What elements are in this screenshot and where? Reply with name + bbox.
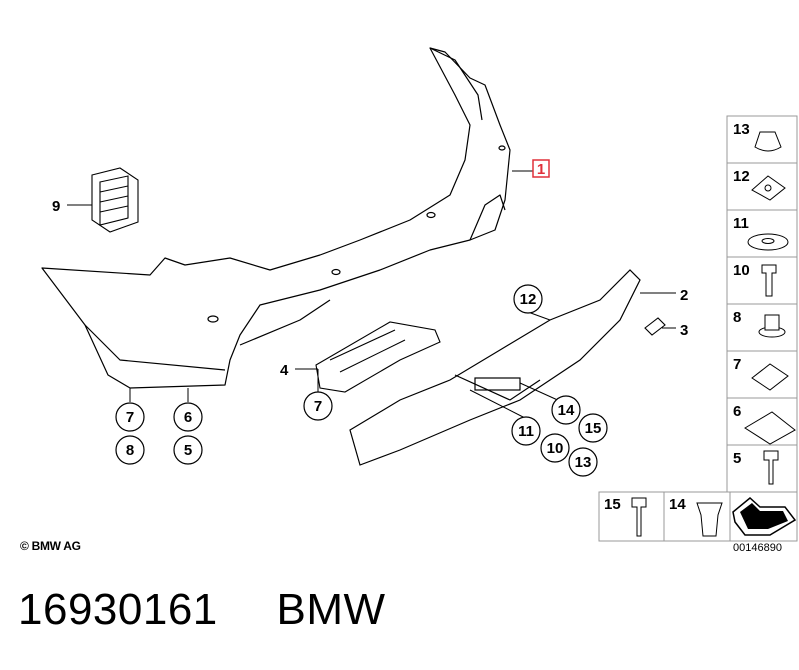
svg-text:1: 1 — [537, 161, 545, 178]
vent-grille-part — [91, 167, 139, 233]
grommet-icon-2 — [696, 502, 723, 537]
panel-label-8: 8 — [733, 309, 741, 326]
brand-name: BMW — [276, 585, 386, 634]
bolt-icon — [764, 314, 780, 331]
callout-12[interactable]: 12 — [520, 291, 537, 308]
diffuser-part — [349, 269, 641, 466]
callout-1[interactable]: 1 — [532, 159, 550, 178]
panel-label-6: 6 — [733, 403, 741, 420]
callout-circles — [115, 284, 608, 477]
panel-label-12: 12 — [733, 168, 750, 185]
copyright-text: © BMW AG — [20, 539, 81, 553]
grommet-icon — [754, 131, 782, 152]
part-number: 16930161 — [18, 585, 218, 634]
callout-9[interactable]: 9 — [52, 198, 60, 215]
callout-11[interactable]: 11 — [518, 423, 534, 440]
callout-3[interactable]: 3 — [680, 322, 688, 339]
callout-13[interactable]: 13 — [575, 454, 592, 471]
panel-label-10: 10 — [733, 262, 750, 279]
callout-4[interactable]: 4 — [280, 362, 289, 379]
hardware-bottom-panel: 15 14 — [598, 491, 798, 542]
footer: 16930161 BMW — [18, 585, 386, 635]
leader-lines — [67, 170, 676, 419]
panel-label-11: 11 — [733, 215, 749, 232]
callout-14[interactable]: 14 — [558, 402, 575, 419]
panel-label-13: 13 — [733, 121, 750, 138]
rear-bumper-part — [41, 47, 511, 389]
callout-8[interactable]: 8 — [126, 442, 134, 459]
bracket-part — [315, 321, 441, 393]
callout-7b[interactable]: 7 — [314, 398, 322, 415]
callout-2[interactable]: 2 — [680, 287, 688, 304]
clip-part — [644, 317, 666, 336]
clip-icon — [751, 363, 789, 391]
bolt-icon-2 — [631, 497, 647, 537]
callout-10[interactable]: 10 — [547, 440, 564, 457]
panel-label-15: 15 — [604, 496, 621, 513]
screw-icon — [761, 264, 777, 297]
reference-number: 00146890 — [733, 542, 782, 554]
callout-6[interactable]: 6 — [184, 409, 192, 426]
callout-15[interactable]: 15 — [585, 420, 602, 437]
spring-nut-icon — [744, 411, 796, 445]
callout-5[interactable]: 5 — [184, 442, 192, 459]
hardware-side-panel: 13 12 11 10 8 7 6 5 — [726, 115, 798, 493]
panel-label-7: 7 — [733, 356, 741, 373]
callout-7a[interactable]: 7 — [126, 409, 134, 426]
panel-label-14: 14 — [669, 496, 686, 513]
panel-label-5: 5 — [733, 450, 741, 467]
screw-icon-2 — [763, 450, 779, 485]
